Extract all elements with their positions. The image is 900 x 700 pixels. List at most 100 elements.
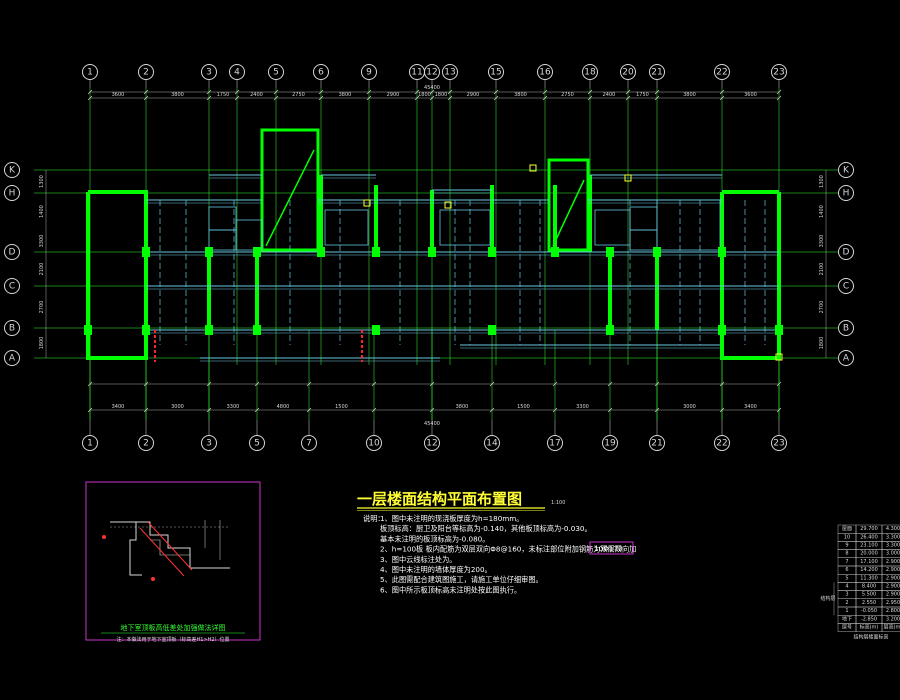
detail-note: 注：本做法用于地下室顶板（标高差H1>H2）位置: [116, 636, 229, 643]
axis-bubble-bottom-12: 12: [424, 435, 440, 451]
column: [317, 247, 325, 257]
svg-text:B: B: [843, 324, 849, 334]
dimension-top: 2400: [250, 92, 263, 98]
axis-bubble-top-13: 13: [442, 64, 458, 80]
svg-text:2: 2: [143, 439, 149, 449]
level-table-caption: 结构层楼面标高: [853, 634, 888, 641]
level-table-cell: -0.050: [861, 608, 877, 614]
floor-plan: [84, 128, 783, 362]
dimension-top: 3800: [339, 92, 352, 98]
axis-bubble-bottom-7: 7: [301, 435, 317, 451]
svg-text:11: 11: [411, 68, 422, 78]
level-table-cell: 11.300: [860, 575, 878, 581]
column: [718, 247, 726, 257]
axis-bubble-top-22: 22: [714, 64, 730, 80]
axis-bubble-bottom-14: 14: [484, 435, 500, 451]
level-table-cell: 1: [845, 608, 848, 614]
svg-text:5: 5: [254, 439, 260, 449]
column: [142, 247, 150, 257]
room-outline: [629, 206, 658, 231]
level-table-cell: 23.100: [860, 543, 878, 549]
level-table-cell: 屋面: [842, 526, 852, 532]
axis-bubble-bottom-19: 19: [602, 435, 618, 451]
level-marker: [624, 174, 632, 182]
note-line: 1、图中未注明的现浇板厚度为h=180mm。: [380, 514, 524, 523]
axis-bubble-right-A: A: [838, 350, 854, 366]
svg-text:6: 6: [318, 68, 324, 78]
level-marker: [775, 353, 783, 361]
svg-text:3: 3: [206, 439, 212, 449]
level-table-cell: 2.900: [886, 559, 900, 565]
axis-bubble-bottom-22: 22: [714, 435, 730, 451]
level-table-cell: 2.900: [886, 575, 900, 581]
axis-bubble-bottom-21: 21: [649, 435, 665, 451]
dimension-right: 1300: [819, 175, 825, 188]
room-outline: [208, 229, 237, 251]
section-detail: 地下室顶板高低差处加强做法详图 注：本做法用于地下室顶板（标高差H1>H2）位置: [85, 481, 261, 643]
axis-bubble-top-9: 9: [361, 64, 377, 80]
dimension-right: 2700: [819, 301, 825, 314]
drawing-scale: 1:100: [551, 500, 565, 506]
column: [653, 247, 661, 257]
level-table-cell: 4: [845, 584, 848, 590]
column: [205, 247, 213, 257]
axis-bubble-right-C: C: [838, 278, 854, 294]
axis-bubble-bottom-17: 17: [547, 435, 563, 451]
dimension-left: 3300: [39, 235, 45, 248]
note-line: 基本未注明的板顶标高为-0.080。: [380, 534, 489, 543]
dimension-top: 1800: [418, 92, 431, 98]
svg-text:21: 21: [651, 68, 662, 78]
dimension-left: 2700: [39, 301, 45, 314]
axis-bubble-top-1: 1: [82, 64, 98, 80]
axis-bubble-top-18: 18: [582, 64, 598, 80]
axis-bubble-bottom-10: 10: [366, 435, 382, 451]
svg-text:4: 4: [234, 68, 240, 78]
column: [606, 247, 614, 257]
dimension-bottom: 3400: [744, 404, 757, 410]
axis-bubble-bottom-23: 23: [771, 435, 787, 451]
svg-text:K: K: [843, 166, 850, 176]
svg-text:5: 5: [273, 68, 279, 78]
column: [488, 325, 496, 335]
column: [372, 325, 380, 335]
svg-text:D: D: [9, 248, 16, 258]
svg-text:17: 17: [549, 439, 560, 449]
dimension-top: 3600: [112, 92, 125, 98]
level-table-cell: 14.200: [860, 567, 878, 573]
room-outline: [629, 229, 658, 251]
dimension-bottom: 3000: [171, 404, 184, 410]
drawing-title-block: 一层楼面结构平面布置图 1:100: [357, 490, 565, 511]
level-table-cell: 3.300: [886, 543, 900, 549]
level-table-cell: 8.400: [862, 584, 876, 590]
note-line: 3、图中云线标注处为。: [380, 555, 456, 564]
level-table-cell: -2.850: [861, 616, 877, 622]
svg-text:20: 20: [622, 68, 634, 78]
drawing-title: 一层楼面结构平面布置图: [357, 490, 522, 508]
level-table-cell: 2.550: [862, 600, 876, 606]
dimension-left: 1300: [39, 175, 45, 188]
axis-bubble-top-5: 5: [268, 64, 284, 80]
level-table-cell: 2.900: [886, 584, 900, 590]
level-table-cell: 8: [845, 551, 848, 557]
level-table-cell: 3: [845, 592, 848, 598]
level-table-cell: 9: [845, 543, 848, 549]
dimension-right: 3300: [819, 235, 825, 248]
dimension-bottom: 3800: [456, 404, 469, 410]
svg-text:C: C: [9, 282, 15, 292]
axis-bubble-top-21: 21: [649, 64, 665, 80]
dimension-right: 2100: [819, 263, 825, 276]
column: [84, 325, 92, 335]
level-table-cell: 3.200: [886, 616, 900, 622]
column: [606, 325, 614, 335]
axis-bubble-top-16: 16: [537, 64, 553, 80]
level-table-cell: 2: [845, 600, 848, 606]
note-line: 6、图中所示板顶标高未注明处按此图执行。: [380, 585, 521, 594]
level-table-cell: 5.500: [862, 592, 876, 598]
room-outline: [594, 209, 631, 246]
detail-title: 地下室顶板高低差处加强做法详图: [121, 623, 226, 632]
column: [551, 247, 559, 257]
level-table-cell: 3.000: [886, 551, 900, 557]
level-table-side-label: 结构层: [820, 595, 835, 602]
